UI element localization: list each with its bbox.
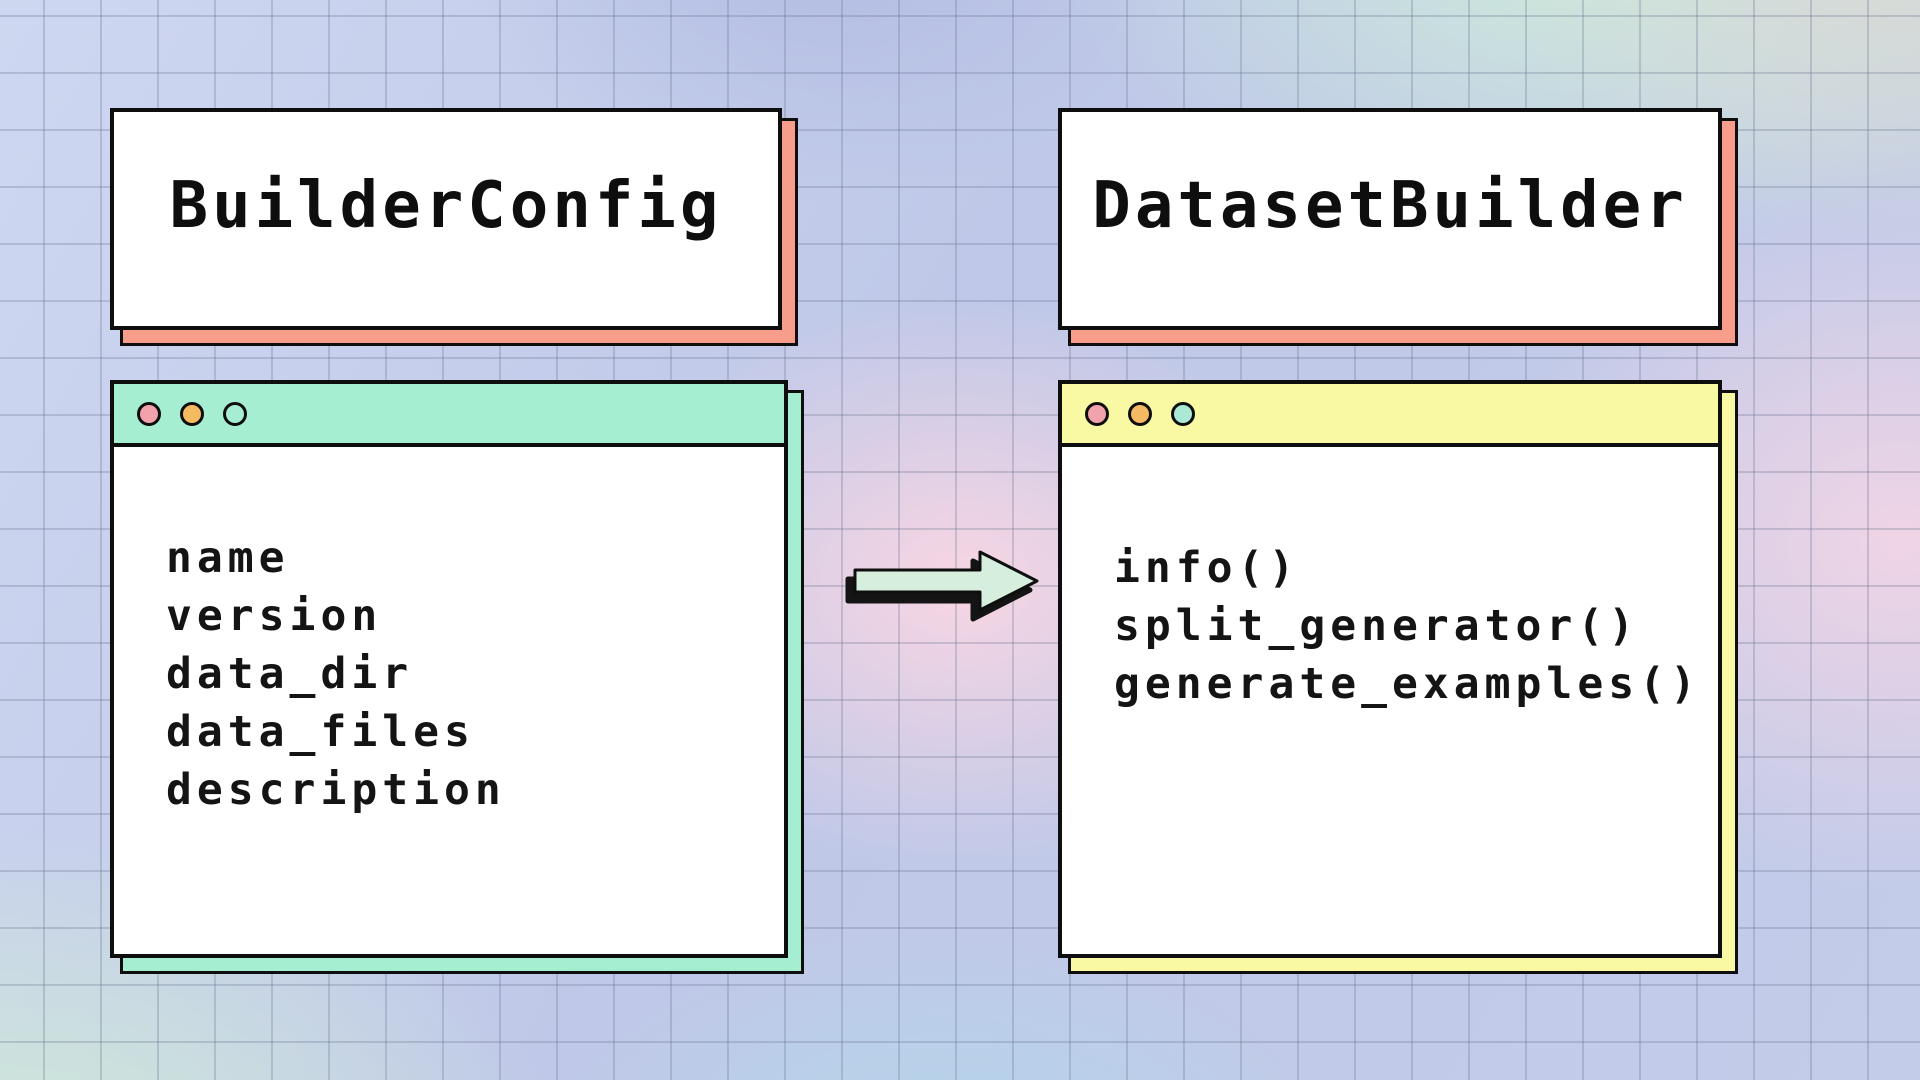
builderconfig-window: name version data_dir data_files description [110,380,788,958]
builderconfig-fields-list: name version data_dir data_files description [114,447,784,819]
traffic-light-dot-icon [137,401,161,426]
field-name: description [166,765,506,815]
datasetbuilder-title: DatasetBuilder [1092,169,1688,243]
traffic-light-dot-icon [180,401,204,426]
builderconfig-window-titlebar [114,384,784,447]
traffic-light-dot-icon [223,401,247,426]
field-name: name [166,533,290,583]
datasetbuilder-window: info() split_generator() generate_examples… [1058,380,1722,958]
datasetbuilder-window-titlebar [1062,384,1718,447]
method-name: info() [1114,543,1300,593]
method-name: split_generator() [1114,601,1640,651]
field-name: data_files [166,707,475,757]
field-name: version [166,591,383,641]
field-name: data_dir [166,649,414,699]
right-arrow-icon [845,550,1039,622]
builderconfig-title: BuilderConfig [169,169,723,243]
traffic-light-dot-icon [1171,401,1195,426]
builderconfig-class-card: BuilderConfig [110,108,782,330]
method-name: generate_examples() [1114,659,1701,709]
datasetbuilder-methods-list: info() split_generator() generate_examples… [1062,447,1718,713]
traffic-light-dot-icon [1128,401,1152,426]
datasetbuilder-class-card: DatasetBuilder [1058,108,1722,330]
traffic-light-dot-icon [1085,401,1109,426]
arrow-body-shape [853,550,1039,612]
